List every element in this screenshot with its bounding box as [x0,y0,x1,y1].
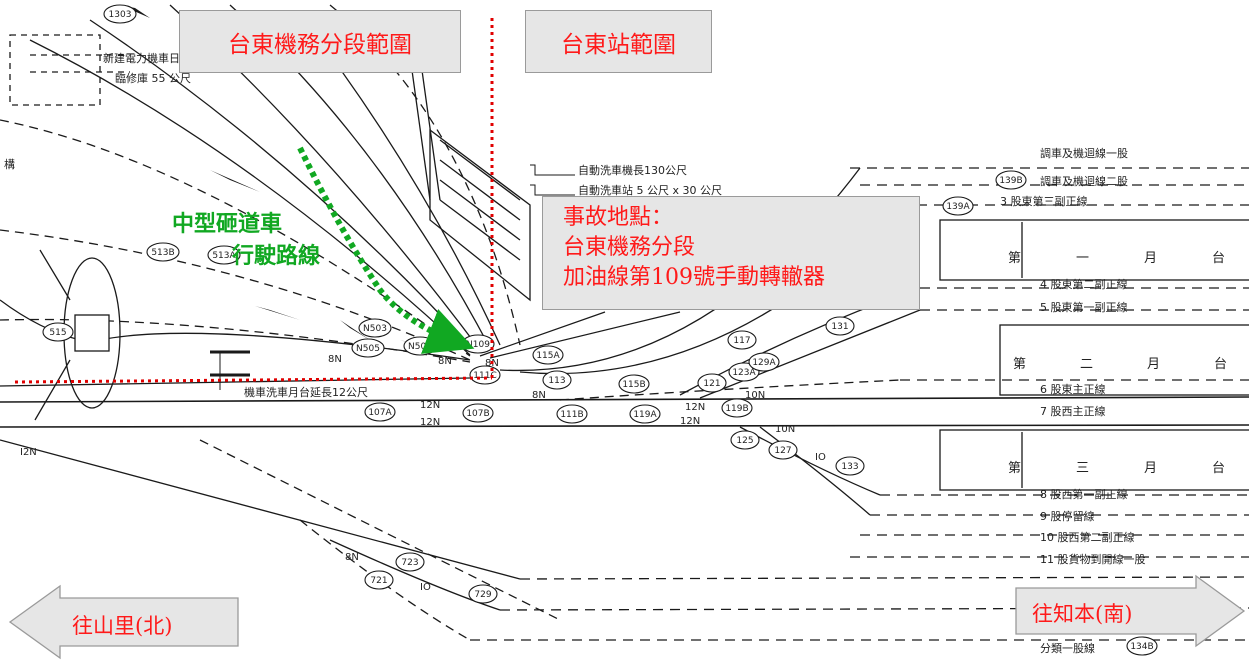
new-shed-label-2: 臨修庫 55 公尺 [115,72,191,85]
svg-text:1303: 1303 [109,10,132,20]
north-arrow-shape [8,584,239,660]
track-label: 5 股東第一副正線 [1040,301,1128,314]
svg-text:729: 729 [474,590,491,600]
route-label-line1: 中型砸道車 [172,211,283,237]
wash-platform-label: 機車洗車月台延長12公尺 [244,386,368,399]
new-shed-label-1: 新建電力機車日檢 [103,52,191,65]
svg-text:111C: 111C [473,371,496,381]
svg-text:139A: 139A [946,202,970,212]
depot-range-label: 台東機務分段範圍 [179,10,461,73]
svg-text:N109: N109 [466,340,490,350]
left-edge-char: 構 [4,158,15,171]
svg-text:115B: 115B [622,380,645,390]
to-north-label: 往山里(北) [72,614,173,638]
svg-text:107B: 107B [466,409,489,419]
svg-text:134B: 134B [1130,642,1153,652]
to-south-label: 往知本(南) [1032,602,1133,626]
track-label: 11 股貨物到開線一股 [1040,553,1146,566]
svg-text:8N: 8N [438,356,452,367]
track-label: 分類一股線 [1040,642,1095,655]
south-arrow-shape [1015,574,1246,648]
svg-text:121: 121 [703,379,720,389]
svg-text:513A: 513A [212,251,236,261]
svg-text:12N: 12N [420,400,440,411]
track-label: 調車及機迴線一股 [1040,147,1128,160]
svg-text:515: 515 [49,328,66,338]
svg-text:127: 127 [774,446,791,456]
svg-text:123A: 123A [732,368,756,378]
svg-text:N503: N503 [363,324,387,334]
svg-text:723: 723 [401,558,418,568]
svg-text:133: 133 [841,462,858,472]
platform-1-char: 第 [1008,251,1022,266]
track-label: 10 股西第二副正線 [1040,531,1135,544]
platform-3-char: 三 [1076,461,1090,476]
svg-text:10N: 10N [775,424,795,435]
track-lines [0,4,1249,641]
accident-switch: 加油線第109號手動轉轍器 [563,265,825,290]
svg-text:IO: IO [420,582,431,593]
svg-text:119B: 119B [725,404,748,414]
platform-2-char: 台 [1214,357,1228,372]
wash-station-label: 自動洗車站 5 公尺 x 30 公尺 [578,184,722,197]
platform-3-char: 第 [1008,461,1022,476]
svg-text:I2N: I2N [20,447,37,458]
platform-2-char: 月 [1147,357,1161,372]
svg-text:111B: 111B [560,410,583,420]
track-label: 9 股停留線 [1040,510,1095,523]
svg-text:10N: 10N [745,390,765,401]
wash-machine-label: 自動洗車機長130公尺 [578,164,687,177]
platform-1-char: 月 [1144,251,1158,266]
track-label: 3 股東第三副正線 [1000,195,1088,208]
platform-3-char: 台 [1212,461,1226,476]
svg-text:12N: 12N [420,417,440,428]
svg-text:107A: 107A [368,408,392,418]
accident-location-callout: 事故地點： 台東機務分段 加油線第109號手動轉轍器 [542,196,920,310]
track-label: 6 股東主正線 [1040,383,1106,396]
boundary-lines [14,18,494,384]
platform-3-char: 月 [1144,461,1158,476]
track-label: 調車及機迴線二股 [1040,175,1128,188]
switch-circles: 1303 130S 130B 513B 513A 515 N503 N505 N… [42,4,1158,656]
svg-text:115A: 115A [536,351,560,361]
station-range-label: 台東站範圍 [525,10,712,73]
track-label: 7 股西主正線 [1040,405,1106,418]
accident-title: 事故地點： [563,205,674,230]
svg-text:139B: 139B [999,176,1022,186]
svg-text:12N: 12N [685,402,705,413]
svg-text:125: 125 [736,436,753,446]
svg-text:8N: 8N [328,354,342,365]
platform-2-char: 二 [1080,357,1094,372]
svg-text:IO: IO [815,452,826,463]
track-label: 4 股東第二副正線 [1040,278,1128,291]
svg-text:131: 131 [831,322,848,332]
svg-text:113: 113 [548,376,565,386]
platform-1-char: 一 [1076,251,1090,266]
accident-depot: 台東機務分段 [563,235,696,260]
svg-text:N501: N501 [408,342,432,352]
platform-2-char: 第 [1013,357,1027,372]
svg-text:8N: 8N [532,390,546,401]
svg-text:8N: 8N [345,552,359,563]
svg-text:721: 721 [370,576,387,586]
svg-text:N505: N505 [356,344,380,354]
platform-1-char: 台 [1212,251,1226,266]
svg-text:117: 117 [733,336,750,346]
svg-text:129A: 129A [752,358,776,368]
route-label-line2: 行駛路線 [232,243,321,269]
svg-text:513B: 513B [151,248,174,258]
track-label: 8 股西第一副正線 [1040,488,1128,501]
svg-text:119A: 119A [633,410,657,420]
svg-text:12N: 12N [680,416,700,427]
route-arrow [297,146,475,354]
